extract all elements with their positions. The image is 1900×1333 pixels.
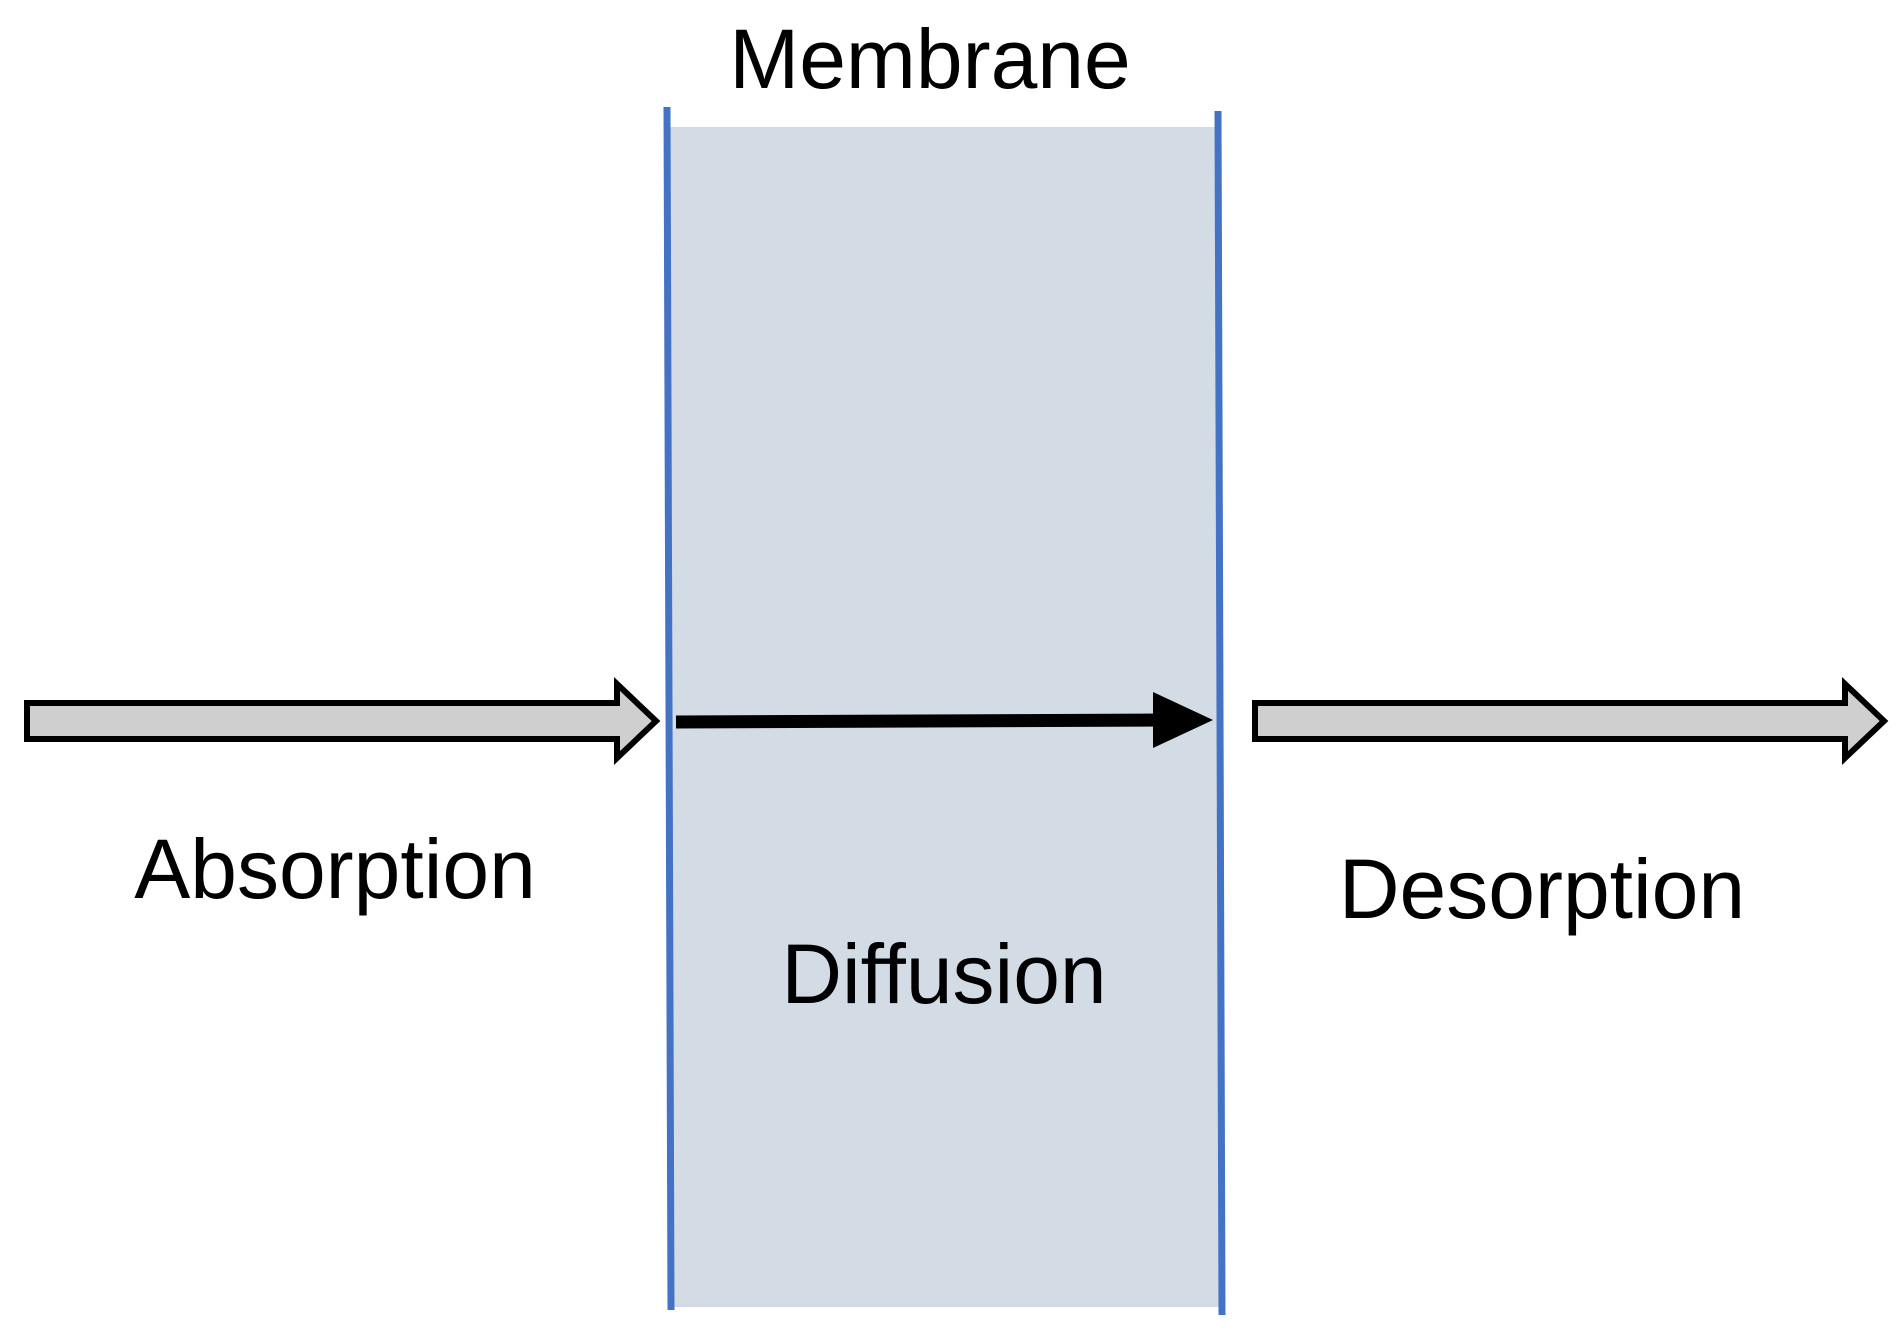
absorption-label: Absorption: [134, 822, 536, 916]
desorption-arrow: [1252, 677, 1889, 765]
membrane-right-boundary: [1214, 110, 1226, 1316]
desorption-label: Desorption: [1338, 842, 1746, 936]
membrane-left-boundary: [663, 106, 675, 1311]
diffusion-arrowhead: [1153, 692, 1213, 748]
absorption-arrow: [24, 677, 661, 765]
membrane-label: Membrane: [729, 12, 1131, 106]
diffusion-arrow-shaft: [675, 713, 1163, 729]
diffusion-label: Diffusion: [781, 927, 1107, 1021]
